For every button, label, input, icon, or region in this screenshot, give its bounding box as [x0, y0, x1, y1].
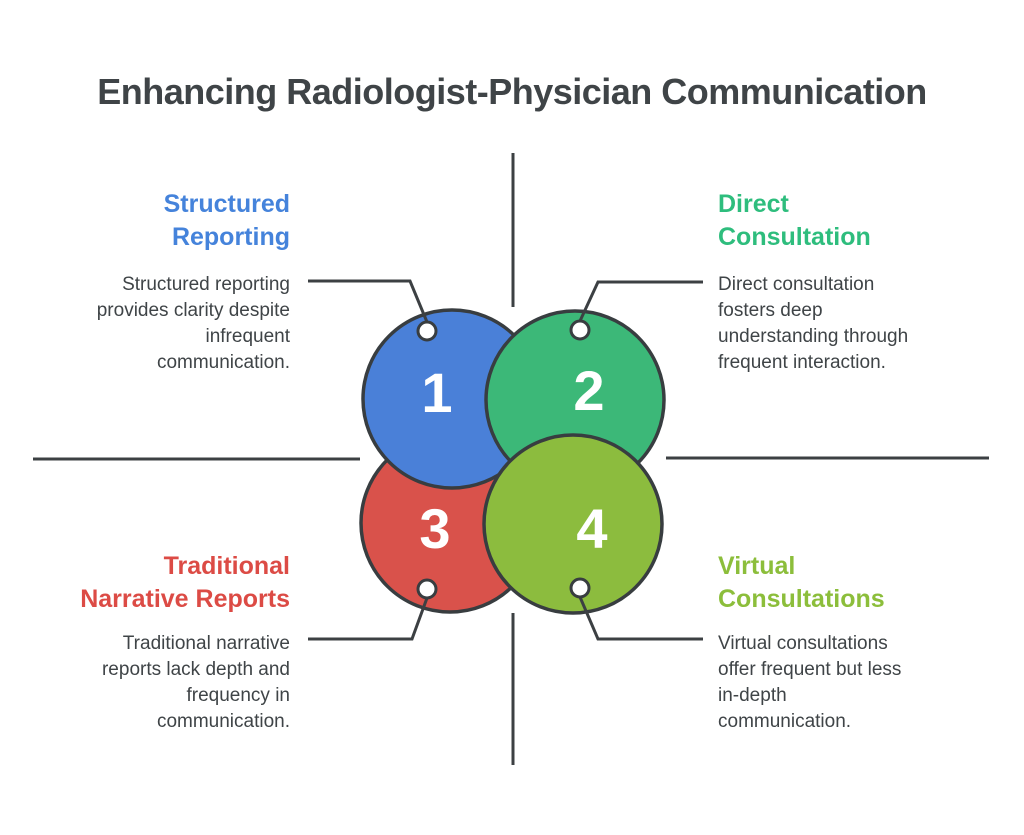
anchor-ring-3	[416, 578, 438, 600]
connector-line-4	[578, 596, 703, 641]
circle-number-1: 1	[421, 361, 452, 424]
diagram-title: Enhancing Radiologist-Physician Communic…	[97, 71, 927, 112]
connector-line-3	[308, 597, 429, 641]
circle-4-virtual-consultations	[482, 433, 664, 615]
anchor-ring-2	[569, 319, 591, 341]
quadrant-3-description: Traditional narrative reports lack depth…	[101, 633, 290, 732]
anchor-ring-4	[569, 577, 591, 599]
quadrant-2-description: Direct consultation fosters deep underst…	[718, 274, 909, 373]
quadrant-1-description: Structured reporting provides clarity de…	[96, 274, 290, 373]
quadrant-1-heading: Structured Reporting	[163, 190, 290, 251]
anchor-ring-1	[416, 320, 438, 342]
quadrant-4-description: Virtual consultations offer frequent but…	[718, 633, 902, 732]
circle-number-4: 4	[576, 497, 607, 560]
quadrant-3-heading: Traditional Narrative Reports	[80, 552, 290, 613]
circle-number-3: 3	[419, 497, 450, 560]
connector-line-2	[578, 280, 703, 322]
quadrant-4-heading: Virtual Consultations	[718, 552, 885, 613]
quadrant-2-heading: Direct Consultation	[718, 190, 871, 251]
connector-line-1	[308, 279, 429, 323]
circle-number-2: 2	[573, 359, 604, 422]
